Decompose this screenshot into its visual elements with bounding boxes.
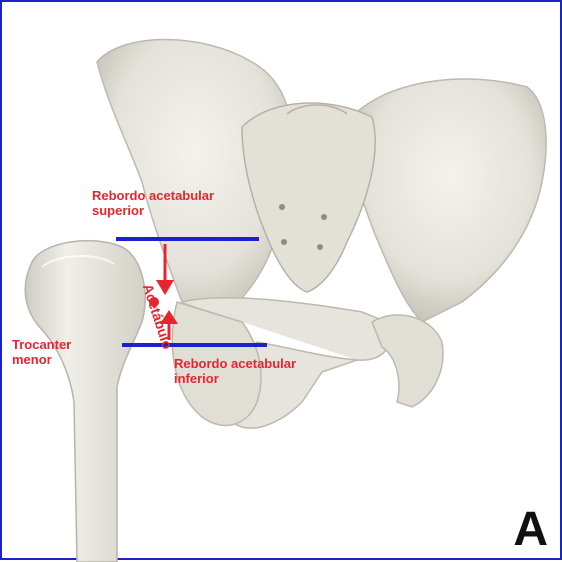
superior-rim-label: Rebordo acetabular superior: [92, 188, 214, 218]
left-femur: [25, 241, 145, 562]
right-iliac-wing: [352, 79, 546, 322]
panel-letter: A: [513, 506, 548, 554]
right-femur: [372, 315, 443, 407]
lesser-trochanter-label: Trocanter menor: [12, 337, 71, 367]
inferior-rim-label: Rebordo acetabular inferior: [174, 356, 296, 386]
